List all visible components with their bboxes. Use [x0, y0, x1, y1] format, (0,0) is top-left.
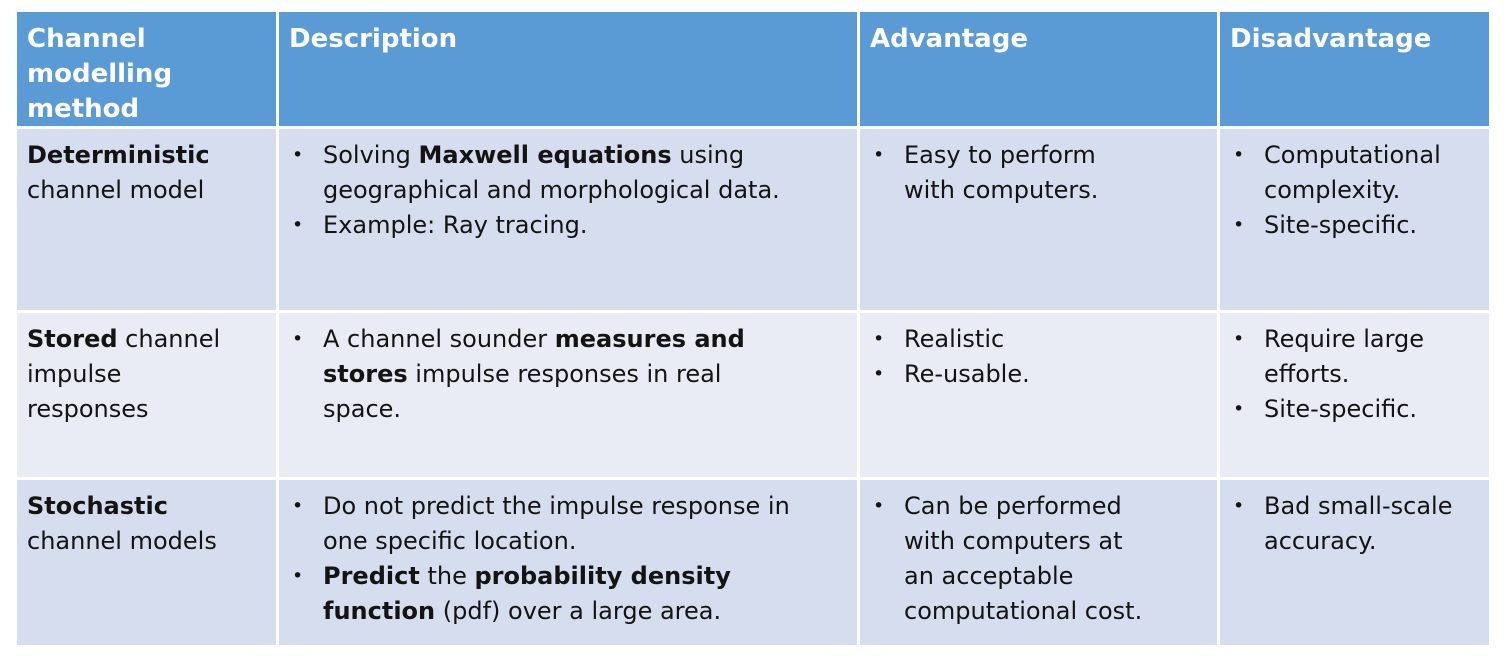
header-cell-disadvantage: Disadvantage	[1220, 12, 1489, 126]
list-item: • Do not predict the impulse response in …	[289, 489, 797, 559]
bullet-icon: •	[292, 565, 304, 587]
list-item-text: Example: Ray tracing.	[323, 211, 588, 239]
list-item: • Site-specific.	[1230, 208, 1453, 243]
header-cell-description: Description	[279, 12, 857, 126]
cell-disadvantage: • Bad small-scale accuracy.	[1220, 480, 1489, 645]
list-item-text: Can be performed with computers at an ac…	[904, 492, 1143, 625]
bullet-icon: •	[1233, 495, 1245, 517]
list-item: • Re-usable.	[870, 357, 1147, 392]
list-item: • Example: Ray tracing.	[289, 208, 797, 243]
bullet-icon: •	[292, 495, 304, 517]
bullet-icon: •	[1233, 144, 1245, 166]
list-item-text: Site-specific.	[1264, 395, 1418, 423]
list-item-text: Realistic	[904, 325, 1005, 353]
list-item: • Easy to perform with computers.	[870, 138, 1147, 208]
cell-description: • Do not predict the impulse response in …	[279, 480, 857, 645]
bullet-icon: •	[1233, 214, 1245, 236]
cell-method: Stored channel impulse responses	[17, 313, 276, 477]
bullet-icon: •	[873, 363, 885, 385]
list-item-text: Require large efforts.	[1264, 325, 1425, 388]
bullet-icon: •	[1233, 398, 1245, 420]
list-item-text: Site-specific.	[1264, 211, 1418, 239]
list-item: • Site-specific.	[1230, 392, 1453, 427]
cell-disadvantage: • Require large efforts. • Site-specific.	[1220, 313, 1489, 477]
list-item: • Computational complexity.	[1230, 138, 1453, 208]
cell-method: Deterministic channel model	[17, 129, 276, 310]
header-cell-method: Channel modelling method	[17, 12, 276, 126]
list-item-text: Solving Maxwell equations using geograph…	[323, 141, 780, 204]
list-item: • A channel sounder measures and stores i…	[289, 322, 797, 427]
bullet-icon: •	[292, 144, 304, 166]
list-item: • Require large efforts.	[1230, 322, 1453, 392]
list-item-text: Computational complexity.	[1264, 141, 1441, 204]
list-item: • Can be performed with computers at an a…	[870, 489, 1147, 629]
bullet-icon: •	[873, 328, 885, 350]
list-item-text: Re-usable.	[904, 360, 1030, 388]
bullet-icon: •	[292, 328, 304, 350]
bullet-icon: •	[292, 214, 304, 236]
cell-description: • A channel sounder measures and stores i…	[279, 313, 857, 477]
cell-method: Stochastic channel models	[17, 480, 276, 645]
cell-advantage: • Easy to perform with computers.	[860, 129, 1217, 310]
comparison-table: Channel modelling method Description Adv…	[17, 12, 1492, 645]
list-item-text: Easy to perform with computers.	[904, 141, 1099, 204]
list-item-text: A channel sounder measures and stores im…	[323, 325, 745, 423]
list-item: • Solving Maxwell equations using geograp…	[289, 138, 797, 208]
cell-advantage: • Realistic • Re-usable.	[860, 313, 1217, 477]
cell-disadvantage: • Computational complexity. • Site-specific…	[1220, 129, 1489, 310]
list-item: • Realistic	[870, 322, 1147, 357]
bullet-icon: •	[873, 495, 885, 517]
bullet-icon: •	[1233, 328, 1245, 350]
list-item: • Bad small-scale accuracy.	[1230, 489, 1453, 559]
list-item-text: Predict the probability density function…	[323, 562, 731, 625]
bullet-icon: •	[873, 144, 885, 166]
cell-advantage: • Can be performed with computers at an a…	[860, 480, 1217, 645]
cell-description: • Solving Maxwell equations using geograp…	[279, 129, 857, 310]
list-item-text: Bad small-scale accuracy.	[1264, 492, 1453, 555]
list-item: • Predict the probability density functio…	[289, 559, 797, 629]
list-item-text: Do not predict the impulse response in o…	[323, 492, 790, 555]
header-cell-advantage: Advantage	[860, 12, 1217, 126]
